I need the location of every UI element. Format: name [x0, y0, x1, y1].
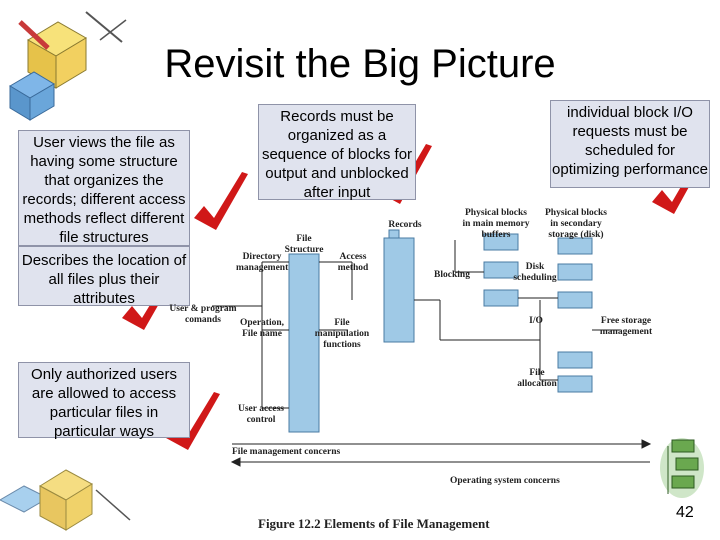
label-file-structure: File Structure [284, 234, 324, 255]
label-operation-file-name: Operation, File name [239, 318, 285, 339]
label-file-management-concerns: File management concerns [232, 447, 341, 457]
label-physical-secondary: Physical blocks in secondary storage (di… [544, 208, 608, 240]
label-user-program-commands: User & program comands [169, 304, 237, 325]
label-blocking: Blocking [434, 270, 470, 280]
stacked-blocks-icon [660, 438, 704, 498]
slide-title: Revisit the Big Picture [164, 42, 556, 86]
label-user-access-control: User access control [238, 404, 284, 425]
label-access-method: Access method [337, 252, 369, 273]
records-stack [383, 237, 415, 343]
label-free-storage: Free storage management [599, 316, 653, 337]
label-operating-system-concerns: Operating system concerns [450, 476, 560, 486]
page-number: 42 [676, 504, 694, 521]
cubes-clipart-top [9, 11, 127, 121]
main-memory-blocks [483, 233, 519, 307]
callout-records-blocks: Records must be organized as a sequence … [258, 104, 416, 201]
label-directory-management: Directory management [236, 252, 289, 273]
records-box-top [388, 229, 400, 239]
cubes-clipart-bottom [0, 469, 131, 531]
callout-user-views: User views the file as having some struc… [18, 130, 190, 246]
label-disk-scheduling: Disk scheduling [513, 262, 557, 283]
file-management-diagram [212, 229, 652, 467]
file-structure-box [288, 253, 320, 433]
label-records: Records [388, 220, 422, 230]
label-io: I/O [529, 316, 543, 326]
figure-caption: Figure 12.2 Elements of File Management [258, 516, 490, 531]
label-physical-main: Physical blocks in main memory buffers [462, 208, 530, 240]
label-file-manipulation: File manipulation functions [314, 318, 370, 350]
callout-block-io: individual block I/O requests must be sc… [550, 100, 710, 188]
callout-authorized-users: Only authorized users are allowed to acc… [18, 362, 190, 440]
label-file-allocation: File allocation [517, 368, 557, 389]
secondary-storage-blocks [557, 237, 593, 393]
check-mark-icon [194, 172, 248, 230]
callout-describes-location: Describes the location of all files plus… [18, 246, 190, 307]
